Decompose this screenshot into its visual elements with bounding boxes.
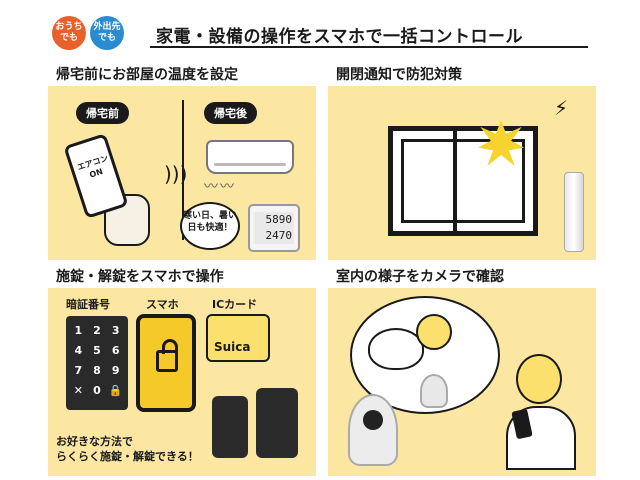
key: 3 <box>111 324 120 337</box>
panel-lock-title: 施錠・解錠をスマホで操作 <box>56 269 224 285</box>
thermo-reading-2: 2470 <box>265 229 293 242</box>
lock-caption-line1: お好きな方法で <box>56 435 133 448</box>
lock-caption-line2: らくらく施錠・解錠できる！ <box>56 450 199 463</box>
door-sensor-icon <box>564 172 584 252</box>
card-brand: Suica <box>214 340 251 354</box>
panel-camera-title: 室内の様子をカメラで確認 <box>336 269 504 285</box>
panel-security: 開閉通知で防犯対策 ⚡ <box>328 64 596 260</box>
lock-device-icon <box>256 388 298 458</box>
signal-waves-icon: ))) <box>164 162 188 186</box>
smart-lock-devices <box>212 388 304 460</box>
phone-screen-text: エアコン ON <box>76 153 110 180</box>
person-icon <box>500 354 580 470</box>
tag-after-home: 帰宅後 <box>204 102 257 124</box>
unlock-icon <box>156 339 178 372</box>
key: 6 <box>111 344 120 357</box>
panel-temperature: 帰宅前にお部屋の温度を設定 帰宅前 帰宅後 エアコン ON ))) 〰〰 寒い日… <box>48 64 316 260</box>
tag-before-home: 帰宅前 <box>76 102 129 124</box>
label-pin-code: 暗証番号 <box>66 298 110 311</box>
child-icon <box>416 314 452 350</box>
key: 🔒 <box>108 384 123 397</box>
window-icon <box>388 126 538 236</box>
smartphone-unlock-icon <box>136 314 196 412</box>
thermo-reading-1: 5890 <box>265 213 293 226</box>
speech-bubble: 寒い日、暑い日も快適！ <box>180 202 240 250</box>
title-underline <box>150 46 588 48</box>
key: 2 <box>93 324 101 337</box>
key: 4 <box>74 344 83 357</box>
key: 9 <box>111 364 120 377</box>
badge-at-home: おうちでも <box>52 16 86 50</box>
key: 0 <box>93 384 101 397</box>
label-ic-card: ICカード <box>212 298 258 311</box>
dog-icon <box>368 328 424 370</box>
panel-camera: 室内の様子をカメラで確認 <box>328 266 596 476</box>
page-title: 家電・設備の操作をスマホで一括コントロール <box>156 27 523 47</box>
ic-card-icon: Suica <box>206 314 270 362</box>
key: 1 <box>74 324 83 337</box>
security-camera-icon <box>348 394 398 466</box>
badge-outside: 外出先でも <box>90 16 124 50</box>
keypad-icon: 1 2 3 4 5 6 7 8 9 ✕ 0 🔒 <box>66 316 128 410</box>
airflow-icon: 〰〰 <box>204 179 236 195</box>
divider <box>182 100 184 240</box>
thermometer-device-icon: 5890 2470 <box>248 204 300 252</box>
key: 8 <box>93 364 101 377</box>
lock-device-icon <box>212 396 248 458</box>
air-conditioner-icon <box>206 140 294 174</box>
panel-security-title: 開閉通知で防犯対策 <box>336 67 462 83</box>
key: ✕ <box>73 384 83 397</box>
panel-lock: 施錠・解錠をスマホで操作 暗証番号 スマホ ICカード 1 2 3 4 5 6 … <box>48 266 316 476</box>
camera-small-icon <box>420 374 448 408</box>
alert-spark-icon: ⚡ <box>554 96 569 120</box>
label-smartphone: スマホ <box>146 298 179 311</box>
lock-caption: お好きな方法で らくらく施錠・解錠できる！ <box>56 434 199 464</box>
key: 7 <box>74 364 83 377</box>
panel-temperature-title: 帰宅前にお部屋の温度を設定 <box>56 67 238 83</box>
key: 5 <box>93 344 101 357</box>
